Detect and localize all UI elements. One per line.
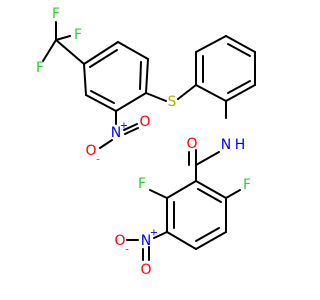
bond-ringA-to-s [145,92,167,102]
atom-o: O [186,136,197,152]
bond-ringB [225,84,256,102]
bond-ringB [195,84,227,102]
atom-n: N [111,125,121,141]
bond-ringC [166,180,197,199]
atom-o: O [114,233,125,249]
bonds [42,21,256,261]
bond-ringC [166,231,197,250]
bond-ringC-double [197,188,222,203]
bond-ringC-f-left [149,189,168,199]
atom-n: N [221,137,231,153]
bond-s-to-ringB [177,84,197,100]
bond-ringC-double [195,227,220,242]
atom-f: F [52,6,60,22]
bond-ringA-double [139,61,142,90]
molecule-structure-diagram: F F F S N + O O - O N H F F N + O O - [36,6,256,278]
atom-o: O [140,262,151,278]
bond-nitro-top-n-o-double-2 [124,127,139,135]
atom-f: F [138,176,146,192]
bond-ringC-f-right [225,189,241,199]
atom-f: F [243,177,251,193]
atom-f: F [74,27,82,43]
bond-ringA [115,92,147,112]
charge-minus: - [125,245,129,256]
charge-plus: + [120,121,128,132]
bond-ringA [85,94,117,112]
bond-ringA [145,58,149,94]
bond-n-to-carbonyl-c [195,151,220,166]
bond-cf3-f-left [42,39,57,62]
bond-ringB [195,35,227,53]
bond-ringA [117,41,149,60]
charge-plus: + [150,228,158,239]
atom-n: N [141,233,151,249]
charge-minus: - [96,155,100,166]
bond-ringA-double [90,90,115,104]
bond-ringB-double [227,43,251,57]
bond-cf3-to-ring [55,39,85,65]
bond-nitro-top-n-o-double [123,123,138,131]
atom-f: F [36,60,44,76]
bond-ringB [225,35,256,53]
bond-cf3-f-right [55,35,71,41]
bond-ringC [195,180,227,199]
bond-ringB-double [227,80,251,94]
bond-ringA [83,41,119,65]
bond-ringC-to-nitro [153,231,168,239]
atom-labels: F F F S N + O O - O N H F F N + O O - [36,6,251,278]
bond-ringA [83,63,87,96]
atom-s: S [168,94,177,110]
atom-o: O [85,143,96,159]
atom-o: O [139,114,150,130]
bond-ringA-double [89,49,118,68]
bond-nitro-top-n-o-single [99,139,113,149]
atom-h: H [235,137,246,153]
bond-ringC [195,231,227,250]
